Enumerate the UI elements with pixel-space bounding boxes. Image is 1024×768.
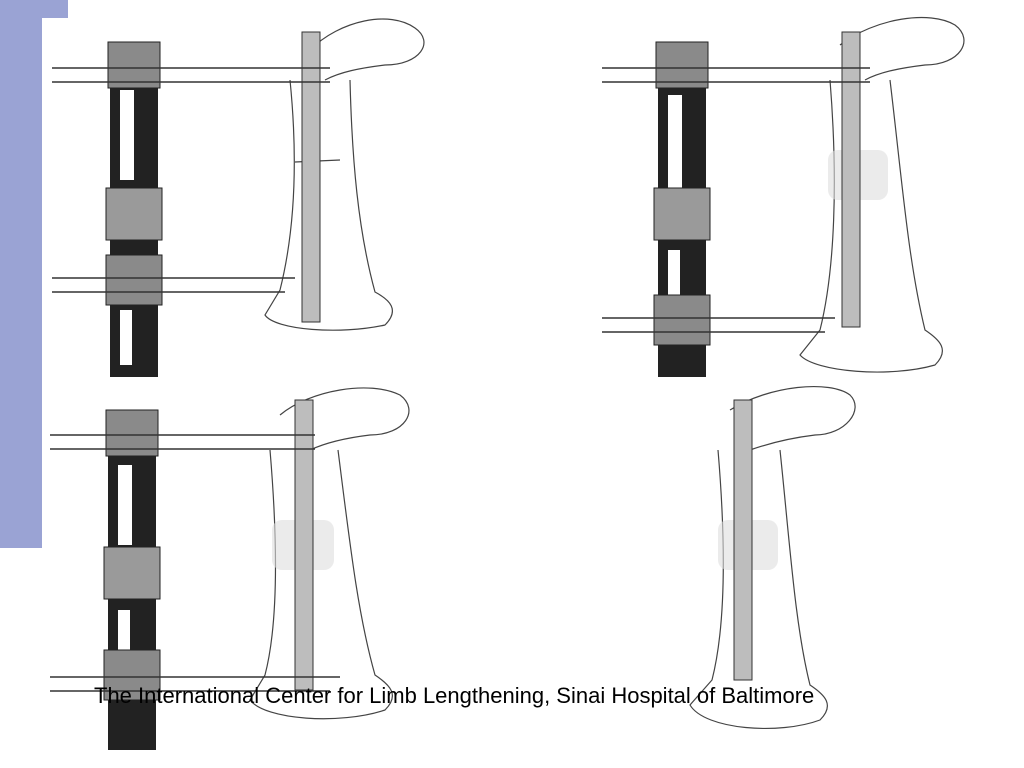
figure-panel-4 [689,386,856,730]
slide-caption: The International Center for Limb Length… [94,683,815,708]
figure-panel-2 [602,16,965,377]
figure-panel-3 [50,387,410,750]
figure-panel-1 [52,18,425,377]
accent-side-bar [0,0,42,548]
